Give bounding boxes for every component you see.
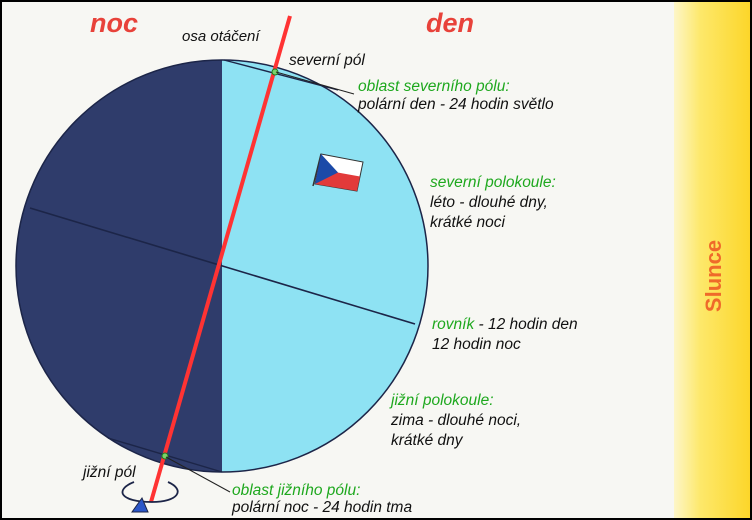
equator-line <box>29 207 416 325</box>
southern-hemisphere-line1: zima - dlouhé noci, <box>391 412 522 429</box>
northern-hemisphere-title: severní polokoule: <box>430 174 556 191</box>
equator-line1: - 12 hodin den <box>474 316 578 333</box>
night-hemisphere <box>16 60 222 472</box>
axis-label: osa otáčení <box>182 28 260 45</box>
northern-hemisphere-line1: léto - dlouhé dny, <box>430 194 548 211</box>
equator-line2: 12 hodin noc <box>432 336 521 353</box>
south-region-leader <box>165 456 231 493</box>
south-polar-region-title: oblast jižního pólu: <box>232 482 361 499</box>
equator-title: rovník <box>432 316 475 333</box>
south-pole-label: jižní pól <box>83 464 136 481</box>
day-hemisphere <box>222 60 428 472</box>
north-pole-label: severní pól <box>289 52 365 69</box>
north-polar-circle <box>223 59 339 91</box>
sun-band <box>674 2 750 518</box>
night-header: noc <box>90 8 139 38</box>
north-polar-region-title: oblast severního pólu: <box>358 78 510 95</box>
south-polar-region-text: polární noc - 24 hodin tma <box>232 499 413 516</box>
southern-hemisphere-line2: krátké dny <box>391 432 463 449</box>
czech-flag-icon <box>312 153 364 192</box>
rotation-axis <box>149 15 292 503</box>
day-header: den <box>426 8 475 38</box>
equator-text-line1: rovník - 12 hodin den <box>432 316 578 334</box>
north-pole-marker <box>271 68 279 76</box>
northern-hemisphere-line2: krátké noci <box>430 214 505 231</box>
southern-hemisphere-title: jižní polokoule: <box>391 392 494 409</box>
north-region-leader <box>275 71 355 95</box>
rotation-arrow-icon <box>121 481 179 513</box>
north-polar-region-text: polární den - 24 hodin světlo <box>358 96 554 113</box>
